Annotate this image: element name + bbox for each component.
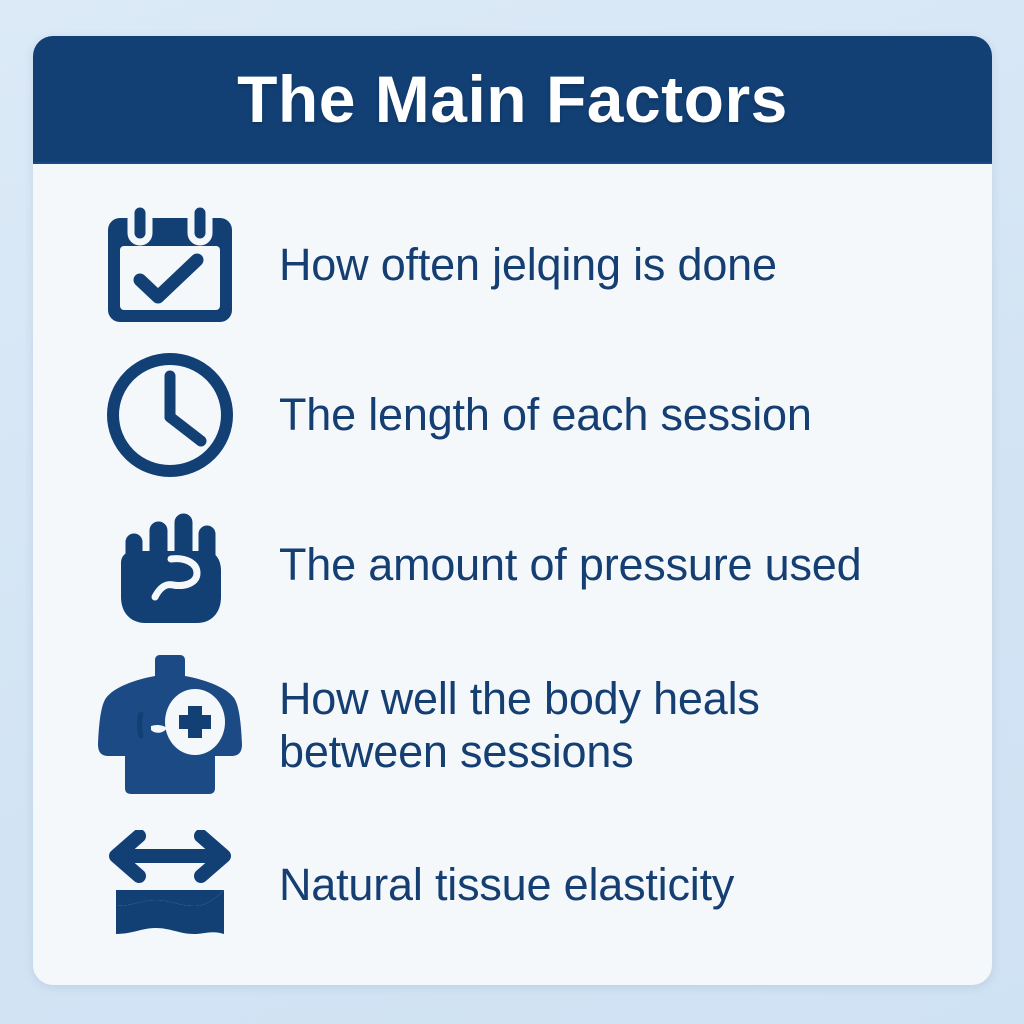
list-item-label-line1: Natural tissue elasticity bbox=[279, 859, 735, 911]
list-item-label-line1: How often jelqing is done bbox=[279, 239, 777, 291]
list-item: The amount of pressure used bbox=[95, 490, 962, 640]
page-title: The Main Factors bbox=[237, 62, 788, 136]
list-item: The length of each session bbox=[95, 340, 962, 490]
card-header: The Main Factors bbox=[33, 36, 992, 164]
fist-icon bbox=[95, 497, 245, 633]
list-item: How well the body heals between sessions bbox=[95, 640, 962, 810]
calendar-check-icon bbox=[95, 197, 245, 333]
list-item-label: How often jelqing is done bbox=[279, 238, 777, 291]
list-item-label: How well the body heals between sessions bbox=[279, 672, 760, 778]
list-item-label: Natural tissue elasticity bbox=[279, 858, 734, 911]
list-item-label: The length of each session bbox=[279, 388, 812, 441]
list-item: Natural tissue elasticity bbox=[95, 810, 962, 960]
list-item-label-line1: How well the body heals bbox=[279, 672, 760, 724]
stretch-arrow-elastic-icon bbox=[95, 817, 245, 953]
factors-list: How often jelqing is done The length of … bbox=[33, 164, 992, 985]
list-item-label-line1: The length of each session bbox=[279, 389, 812, 441]
torso-medical-cross-icon bbox=[95, 655, 245, 794]
list-item-label-line2: between sessions bbox=[279, 726, 634, 777]
list-item-label: The amount of pressure used bbox=[279, 538, 862, 591]
list-item-label-line1: The amount of pressure used bbox=[279, 539, 862, 591]
clock-icon bbox=[95, 347, 245, 483]
list-item: How often jelqing is done bbox=[95, 190, 962, 340]
factors-card: The Main Factors How often jelqing is do… bbox=[33, 36, 992, 985]
